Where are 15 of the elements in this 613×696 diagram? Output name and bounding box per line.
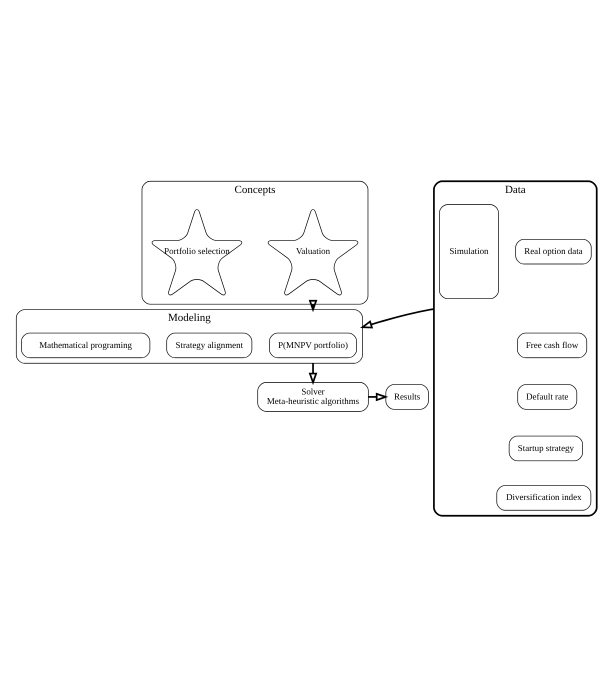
- arrow: [368, 392, 388, 401]
- node-box: Free cash flow: [517, 332, 588, 358]
- node-box: Diversification index: [496, 484, 592, 510]
- arrow: [360, 308, 434, 328]
- node-box: Default rate: [517, 384, 578, 410]
- node-box: Solver Meta-heuristic algorithms: [257, 382, 369, 412]
- node-box: Simulation: [439, 204, 499, 299]
- arrow: [308, 299, 318, 312]
- node-box: Real option data: [515, 238, 592, 264]
- node-box: Mathematical programing: [21, 332, 150, 358]
- node-box: P(MNPV portfolio): [269, 332, 357, 358]
- node-box: Startup strategy: [508, 435, 583, 461]
- node-box: Strategy alignment: [166, 332, 252, 358]
- arrow: [308, 362, 318, 385]
- node-box: Results: [386, 384, 429, 410]
